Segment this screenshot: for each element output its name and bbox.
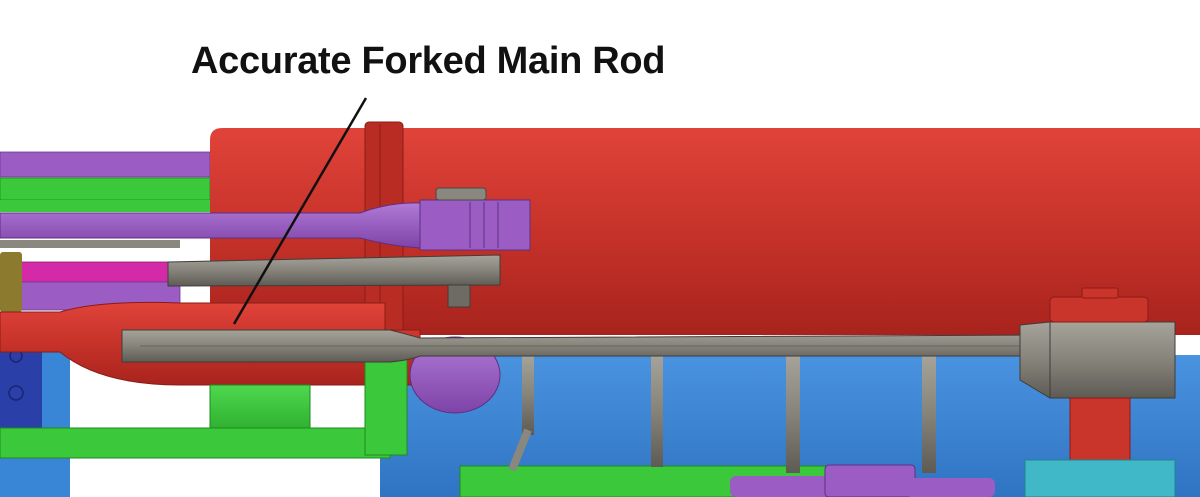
bolt-head-lower (8, 385, 24, 401)
annotation-title: Accurate Forked Main Rod (191, 40, 666, 82)
purple-base-left (730, 476, 830, 497)
teal-hub (1024, 459, 1176, 497)
purple-base-mid (824, 464, 916, 497)
brass-fitting (0, 252, 22, 312)
support-rod-1 (651, 355, 663, 467)
upper-green-bar (0, 177, 211, 201)
crosshead-pin-cap (435, 187, 487, 201)
upper-purple-bar (0, 151, 211, 178)
green-upright (364, 354, 408, 456)
mid-green-strip (0, 200, 230, 212)
bent-pipe (508, 428, 532, 472)
crank-pin-shaft (1069, 397, 1131, 464)
support-rod-4 (522, 355, 534, 435)
support-rod-3 (922, 355, 936, 473)
valve-link (167, 254, 501, 287)
crank-pin-top (1049, 296, 1149, 323)
valve-link-pin (447, 284, 471, 308)
main-rod-big-end (1019, 321, 1176, 399)
green-lower-guide (0, 427, 391, 459)
annotation-leader-line (232, 97, 368, 325)
purple-base-right (905, 478, 995, 497)
green-pedestal (209, 384, 311, 431)
gray-strip (0, 240, 180, 248)
support-rod-2 (786, 355, 800, 473)
crosshead-block (419, 199, 531, 251)
crank-pin-cap (1081, 287, 1119, 299)
magenta-bar (19, 261, 171, 283)
